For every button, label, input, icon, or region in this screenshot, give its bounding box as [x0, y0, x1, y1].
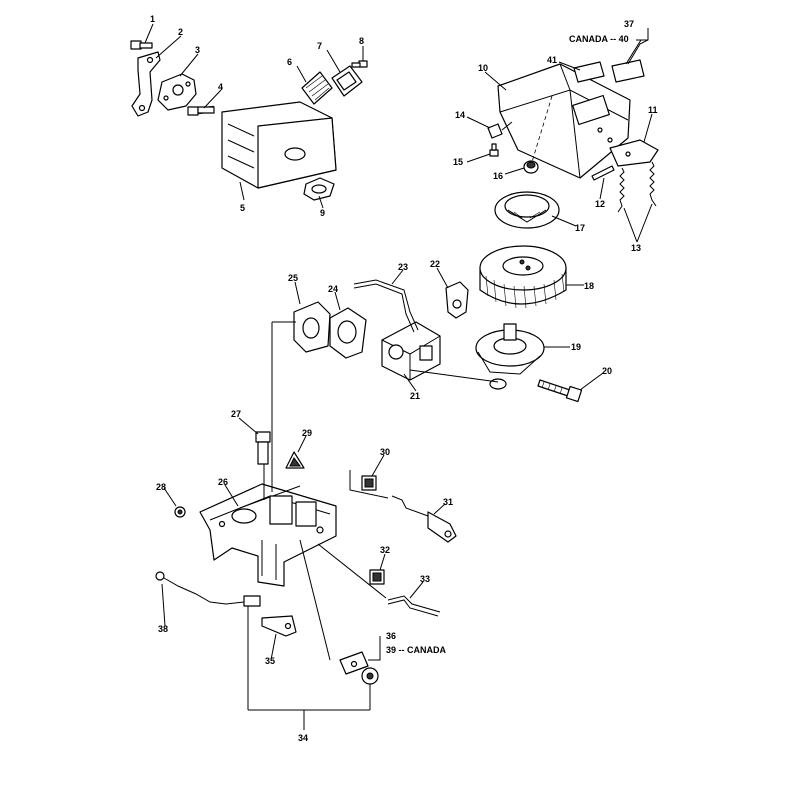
latch-part-11	[609, 139, 659, 167]
switch-lever-part-31	[391, 495, 457, 543]
throttle-rod-part-23	[353, 279, 419, 333]
bracket-part-35	[261, 615, 297, 637]
carburetor-part-21	[381, 321, 499, 383]
muffler-screw-part-4	[187, 105, 215, 116]
callout-19: 19	[571, 342, 581, 352]
annotation-39-canada: 39 -- CANADA	[386, 645, 447, 655]
callout-28: 28	[156, 482, 166, 492]
assembly-line-rod	[349, 470, 389, 499]
stud-part-27	[255, 431, 271, 465]
screen-cover-part-7	[331, 65, 363, 97]
pin-part-12	[591, 165, 615, 181]
screw-part-15	[489, 143, 499, 157]
callout-17: 17	[575, 223, 585, 233]
callout-11: 11	[648, 105, 658, 115]
assembly-line-rod-33	[317, 543, 387, 599]
muffler-bracket-part-2	[131, 51, 161, 117]
callout-3: 3	[195, 45, 200, 55]
decal-part-41	[573, 61, 605, 83]
callout-2: 2	[178, 27, 183, 37]
cover-screw-part-8	[351, 60, 368, 68]
muffler-body-part-5	[221, 101, 337, 189]
callout-14: 14	[455, 110, 465, 120]
callouts: 1 2 3 4 5 6 7 8 9 10 11 12 13 14 15 16 1…	[150, 14, 658, 743]
clip-part-14	[487, 121, 513, 139]
callout-5: 5	[240, 203, 245, 213]
grommet-part-32	[369, 569, 385, 585]
dashed-guide-cover	[531, 95, 553, 163]
carb-gasket-part-24	[329, 307, 367, 359]
callout-25: 25	[288, 273, 298, 283]
buffer-part-29	[285, 451, 305, 469]
leader-lines	[144, 23, 653, 730]
grommet-part-28	[174, 506, 186, 518]
callout-16: 16	[493, 171, 503, 181]
callout-12: 12	[595, 199, 605, 209]
callout-20: 20	[602, 366, 612, 376]
air-filter-part-18	[479, 245, 567, 309]
nut-part-36-39	[361, 667, 379, 685]
callout-32: 32	[380, 545, 390, 555]
top-cover-part-10	[497, 63, 631, 179]
springs-part-13	[617, 161, 657, 213]
callout-29: 29	[302, 428, 312, 438]
callout-4: 4	[218, 82, 223, 92]
filter-base-part-19	[475, 323, 545, 390]
annotation-canada-40: CANADA -- 40	[569, 34, 629, 44]
callout-23: 23	[398, 262, 408, 272]
callout-7: 7	[317, 41, 322, 51]
callout-30: 30	[380, 447, 390, 457]
callout-22: 22	[430, 259, 440, 269]
callout-6: 6	[287, 57, 292, 67]
callout-10: 10	[478, 63, 488, 73]
callout-38: 38	[158, 624, 168, 634]
callout-34: 34	[298, 733, 308, 743]
filter-cover-part-17	[494, 191, 560, 229]
callout-9: 9	[320, 208, 325, 218]
spark-screen-part-6	[301, 71, 333, 105]
assembly-line-switch	[299, 539, 331, 661]
ground-wire-part-38	[155, 571, 261, 607]
heat-shield-part-3	[157, 73, 197, 111]
callout-13: 13	[631, 243, 641, 253]
callout-15: 15	[453, 157, 463, 167]
callout-36: 36	[386, 631, 396, 641]
callout-35: 35	[265, 656, 275, 666]
callout-27: 27	[231, 409, 241, 419]
decal-part-37-40	[611, 59, 645, 83]
callout-8: 8	[359, 36, 364, 46]
engine-base-part-26	[199, 483, 337, 587]
rod-part-33	[387, 595, 441, 617]
grommet-part-30	[361, 475, 377, 491]
choke-knob-part-22	[445, 281, 469, 319]
callout-41: 41	[547, 55, 557, 65]
callout-37: 37	[624, 19, 634, 29]
muffler-gasket-part-9	[303, 177, 335, 201]
callout-31: 31	[443, 497, 453, 507]
muffler-bolt-part-1	[130, 40, 153, 50]
grommet-part-16	[523, 160, 539, 174]
callout-18: 18	[584, 281, 594, 291]
callout-1: 1	[150, 14, 155, 24]
bolt-part-20	[537, 379, 583, 403]
callout-21: 21	[410, 391, 420, 401]
plate-part-36-39	[339, 651, 369, 675]
callout-33: 33	[420, 574, 430, 584]
intake-insulator-part-25	[293, 301, 331, 353]
callout-26: 26	[218, 477, 228, 487]
callout-24: 24	[328, 284, 338, 294]
